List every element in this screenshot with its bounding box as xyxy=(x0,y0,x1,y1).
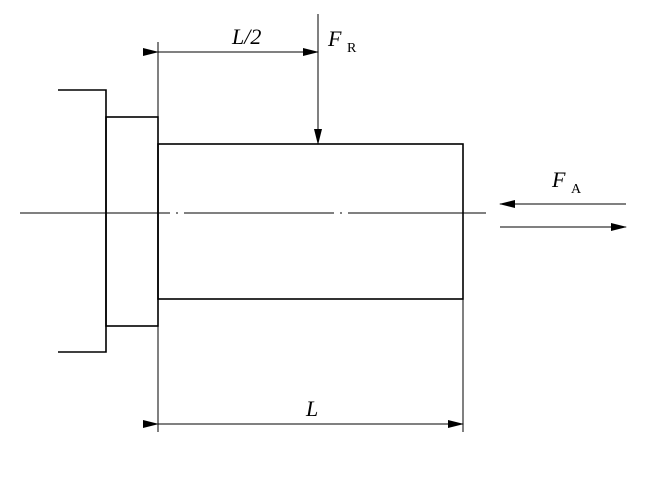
half-length-label: L/2 xyxy=(231,24,261,49)
radial-force-label: F R xyxy=(327,26,357,56)
shaft-collar xyxy=(105,116,159,327)
length-label: L xyxy=(305,396,318,421)
axial-force-label: F A xyxy=(551,167,582,197)
axial-force-subscript: A xyxy=(571,182,582,197)
shaft-journal xyxy=(157,143,464,300)
support-wall xyxy=(58,89,107,353)
axial-force-symbol: F xyxy=(551,167,566,192)
radial-force-subscript: R xyxy=(347,41,357,56)
radial-force-symbol: F xyxy=(327,26,342,51)
